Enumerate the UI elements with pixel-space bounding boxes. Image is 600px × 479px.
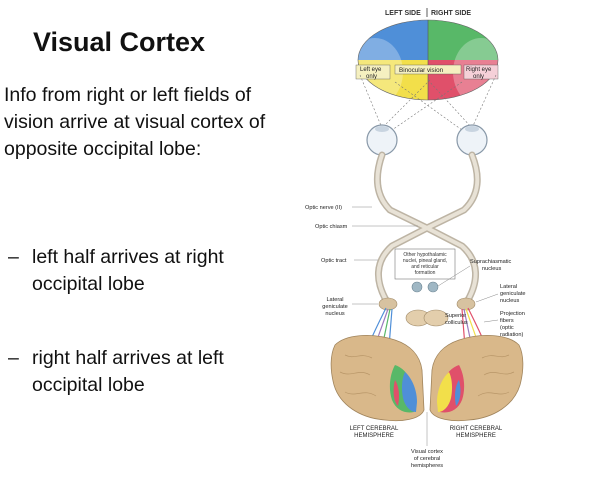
light-rays bbox=[359, 74, 497, 131]
lgn-left bbox=[378, 297, 398, 311]
right-visual-cortex bbox=[437, 365, 465, 413]
visual-cortex-label: Visual cortex bbox=[411, 449, 443, 455]
bullet-text: right half arrives at left occipital lob… bbox=[32, 347, 224, 396]
left-visual-cortex bbox=[389, 365, 417, 413]
projection-fibers-label: fibers bbox=[500, 318, 514, 324]
lgn-right-label: Lateral bbox=[500, 284, 517, 290]
superior-colliculus-right bbox=[423, 309, 449, 327]
right-hemisphere-label: RIGHT CEREBRAL bbox=[450, 426, 503, 432]
right-hemisphere-label: HEMISPHERE bbox=[456, 433, 496, 439]
left-eye-label: Left eye bbox=[360, 67, 382, 73]
hypothalamic-label: Other hypothalamic bbox=[403, 252, 447, 258]
binocular-label: Binocular vision bbox=[399, 67, 444, 74]
bullet-right-half: – right half arrives at left occipital l… bbox=[8, 345, 298, 399]
left-hemisphere-label: HEMISPHERE bbox=[354, 433, 394, 439]
intro-text: Info from right or left fields of vision… bbox=[4, 84, 266, 160]
bullet-left-half: – left half arrives at right occipital l… bbox=[8, 244, 298, 298]
suprachiasmatic-label: nucleus bbox=[482, 266, 501, 272]
visual-pathway-figure: LEFT SIDE RIGHT SIDE Left eye only Binoc… bbox=[305, 8, 526, 469]
left-side-label: LEFT SIDE bbox=[385, 10, 421, 17]
projection-fibers-label: radiation) bbox=[500, 332, 523, 338]
lgn-left-label: nucleus bbox=[325, 311, 344, 317]
optic-tract-label: Optic tract bbox=[321, 258, 347, 264]
right-eye-only-label: only bbox=[473, 74, 484, 80]
right-side-label: RIGHT SIDE bbox=[431, 10, 471, 17]
suprachiasmatic-label: Suprachiasmatic bbox=[470, 259, 512, 265]
lgn-right-label: nucleus bbox=[500, 298, 519, 304]
lgn-right bbox=[456, 297, 476, 311]
suprachiasmatic-nucleus-right bbox=[427, 281, 439, 293]
hypothalamic-label: nuclei, pineal gland, bbox=[403, 258, 447, 264]
visual-cortex-label: hemispheres bbox=[411, 463, 443, 469]
left-hemisphere-label: LEFT CEREBRAL bbox=[350, 426, 399, 432]
projection-fibers-label: Projection bbox=[500, 311, 525, 317]
superior-colliculus-label: Superior bbox=[445, 313, 466, 319]
right-eye-label: Right eye bbox=[466, 67, 492, 73]
left-eye-only-label: only bbox=[366, 74, 377, 80]
hypothalamic-label: formation bbox=[415, 270, 436, 276]
lgn-left-label: geniculate bbox=[322, 304, 348, 310]
hypothalamic-box bbox=[394, 248, 456, 280]
projection-fibers-label: (optic bbox=[500, 325, 514, 331]
bullet-text: left half arrives at right occipital lob… bbox=[32, 246, 224, 295]
optic-nerve-label: Optic nerve (II) bbox=[305, 205, 342, 211]
optic-chiasm-label: Optic chiasm bbox=[315, 224, 348, 230]
slide-title: Visual Cortex bbox=[33, 27, 206, 57]
right-eye-icon bbox=[456, 124, 488, 156]
superior-colliculus-label: colliculus bbox=[445, 320, 468, 326]
visual-cortex-label: of cerebral bbox=[414, 456, 440, 462]
bullet-dash: – bbox=[8, 347, 19, 369]
bullet-dash: – bbox=[8, 246, 19, 268]
left-eye-icon bbox=[366, 124, 398, 156]
lgn-left-label: Lateral bbox=[326, 297, 343, 303]
suprachiasmatic-nucleus-left bbox=[411, 281, 423, 293]
hypothalamic-label: and reticular bbox=[411, 264, 439, 270]
lgn-right-label: geniculate bbox=[500, 291, 526, 297]
